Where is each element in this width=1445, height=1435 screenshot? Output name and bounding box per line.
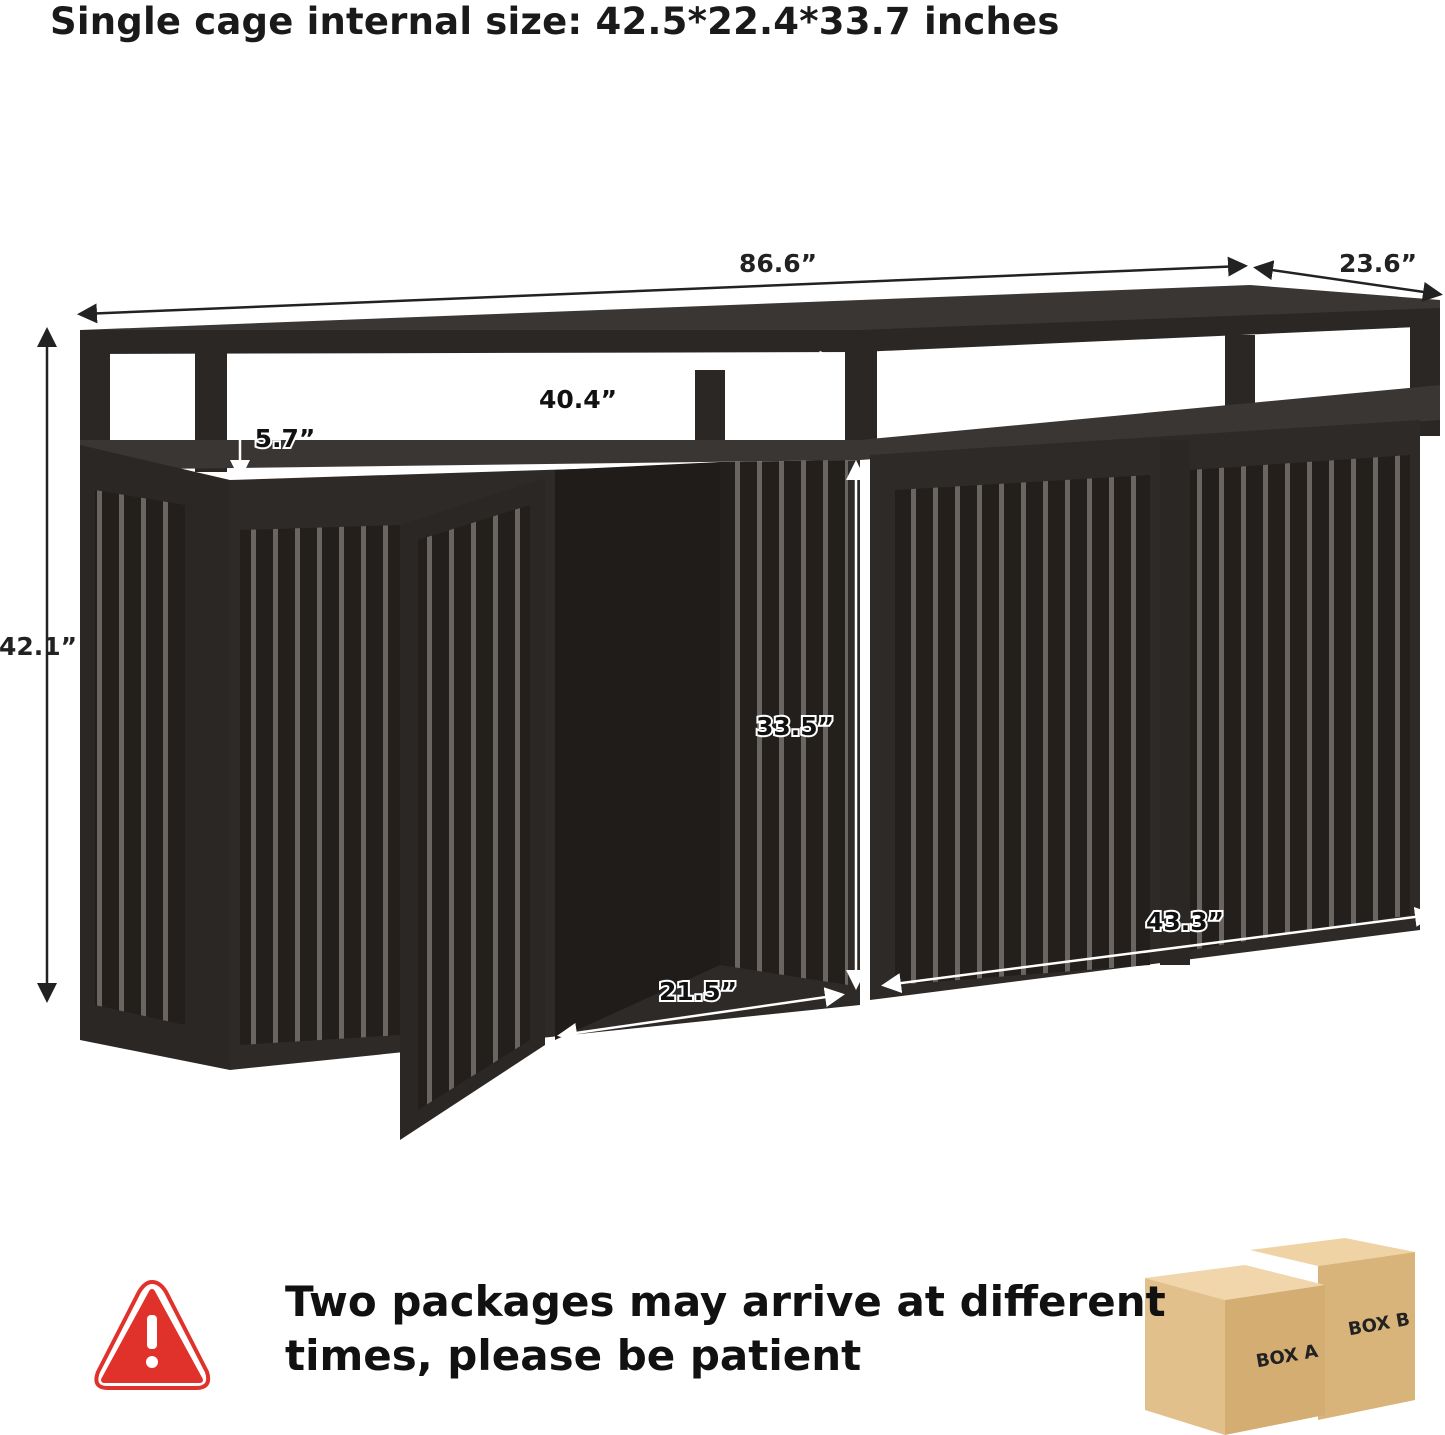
notice-line-2: times, please be patient (285, 1331, 862, 1380)
warning-icon (94, 1279, 211, 1390)
label-cage-height: 33.5” (756, 712, 834, 741)
label-cage-depth: 21.5” (659, 977, 737, 1006)
label-shelf-height: 5.7” (255, 424, 316, 453)
title: Single cage internal size: 42.5*22.4*33.… (50, 0, 1060, 43)
package-boxes-illustration: BOX B BOX A (1145, 1238, 1415, 1435)
dimension-labels: 86.6” 23.6” 42.1” 40.4” 5.7” 33.5” 21.5”… (0, 249, 1417, 1008)
cabinet (80, 285, 1440, 1140)
notice-line-1: Two packages may arrive at different (285, 1277, 1166, 1326)
label-overall-width: 86.6” (739, 249, 817, 278)
label-overall-height: 42.1” (0, 632, 77, 661)
label-cage-width: 43.3” (1146, 907, 1224, 936)
shipping-notice: Two packages may arrive at different tim… (285, 1275, 1166, 1383)
label-shelf-width: 40.4” (539, 385, 617, 414)
label-depth: 23.6” (1339, 249, 1417, 278)
dimension-lines (37, 256, 1443, 1043)
